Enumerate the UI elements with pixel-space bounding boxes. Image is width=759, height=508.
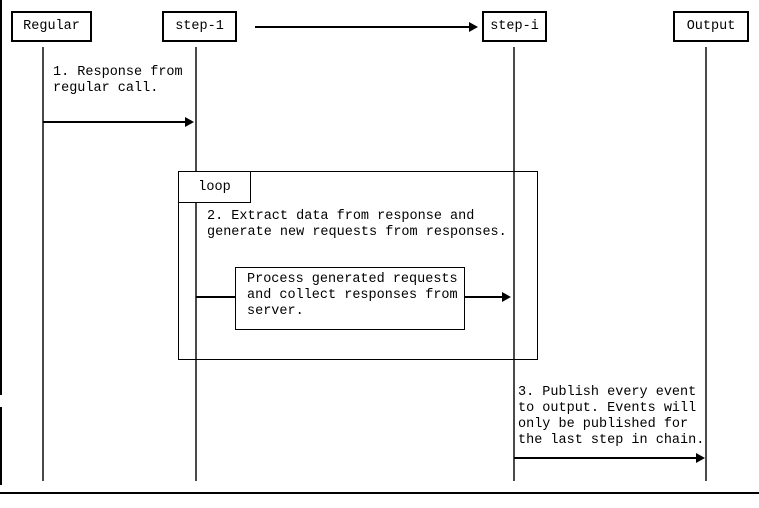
actor-label-step-i: step-i [490,19,539,34]
actor-label-regular: Regular [23,19,80,34]
actor-box-regular: Regular [11,11,92,42]
connector-step1-to-process-box [196,296,235,298]
lifeline-regular [42,47,44,481]
actor-box-step-1: step-1 [162,11,237,42]
arrowhead-icon [696,453,705,463]
lifeline-output [705,47,707,481]
bottom-border-line [0,492,759,494]
loop-label: loop [198,179,231,195]
actor-box-output: Output [673,11,749,42]
left-border-segment [0,0,2,395]
loop-label-box: loop [178,171,251,203]
actor-label-output: Output [686,19,736,34]
arrow-step1-to-stepi [255,26,469,28]
arrowhead-icon [469,22,478,32]
actor-label-step-1: step-1 [175,19,224,34]
left-border-segment [0,407,2,485]
arrowhead-icon [502,292,511,302]
arrow-process-box-to-stepi [465,296,502,298]
actor-box-step-i: step-i [482,11,547,42]
note-message-2: 2. Extract data from response and genera… [207,209,507,240]
process-box-text: Process generated requests and collect r… [247,272,458,319]
loop-frame [178,171,538,360]
arrow-message-1 [43,121,185,123]
note-message-1: 1. Response from regular call. [53,65,183,96]
process-box: Process generated requests and collect r… [235,267,465,330]
arrow-message-3 [514,457,696,459]
lifeline-step-i [513,47,515,481]
note-message-3: 3. Publish every event to output. Events… [518,385,705,448]
arrowhead-icon [185,117,194,127]
lifeline-step-1 [195,47,197,481]
